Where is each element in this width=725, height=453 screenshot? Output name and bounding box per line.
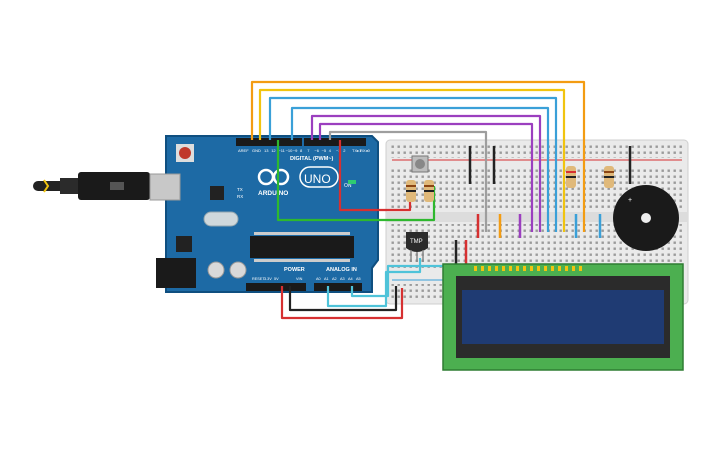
lcd-pin: [474, 266, 477, 271]
resistors: [406, 166, 614, 202]
lcd-pin: [537, 266, 540, 271]
lcd-16x2-display: [442, 263, 684, 371]
lcd-pin: [523, 266, 526, 271]
wire-cyan-2: [350, 264, 444, 298]
uno-label: UNO: [304, 172, 331, 186]
wire-blue-2: [290, 106, 550, 232]
arduino-logo: [257, 166, 339, 188]
vin-label: VIN: [296, 277, 303, 281]
svg-text:+: +: [628, 197, 632, 204]
wire-red-5v: [280, 286, 404, 320]
digital-pin-label: 4: [329, 148, 332, 153]
lcd-pin: [509, 266, 512, 271]
aref-label: AREF: [238, 148, 249, 153]
lcd-pin: [530, 266, 533, 271]
arduino-brand-label: ARDUINO: [258, 190, 288, 197]
lcd-pin: [502, 266, 505, 271]
wire-blue: [268, 96, 558, 232]
wire-green: [276, 140, 436, 222]
temperature-sensor: TMP: [406, 232, 428, 262]
wire-purple: [310, 114, 542, 232]
lcd-pin: [572, 266, 575, 271]
rx-label: RX: [237, 194, 243, 199]
lcd-header-pins: [474, 266, 582, 271]
wire-yellow: [258, 88, 566, 232]
reset-label: RESET: [252, 277, 265, 281]
analog-label: ANALOG IN: [326, 267, 357, 273]
wire-purple-2: [318, 122, 534, 232]
digital-pin-label: 2: [343, 148, 346, 153]
digital-pin-label: ~9: [293, 148, 298, 153]
gnd-label: GND: [252, 148, 261, 153]
arduino-uno-board: UNO ARDUINO ON DIGITAL (PWM~) AREF GND T…: [149, 135, 379, 293]
rxd-label: RX◂0: [360, 148, 371, 153]
reset-button-icon[interactable]: [176, 144, 194, 162]
lcd-pin: [516, 266, 519, 271]
3v3-label: 3.3V: [264, 277, 272, 281]
tx-label: TX: [237, 187, 243, 192]
wire-black-gnd: [288, 286, 398, 312]
digital-pin-label: ~10: [286, 148, 294, 153]
digital-pin-label: 8: [300, 148, 303, 153]
analog-pin-label: A1: [324, 277, 329, 281]
wire-orange: [250, 80, 586, 232]
txd-label: TX▸1: [352, 148, 362, 153]
lcd-pin: [558, 266, 561, 271]
buzzer-icon: +: [613, 185, 679, 251]
wires: [250, 80, 586, 320]
digital-pin-label: ~5: [322, 148, 327, 153]
digital-pin-label: 7: [307, 148, 310, 153]
on-led-label: ON: [344, 183, 352, 189]
wire-gray: [328, 130, 488, 232]
analog-pin-label: A0: [316, 277, 321, 281]
potentiometer-icon[interactable]: [411, 155, 429, 173]
lcd-pin: [565, 266, 568, 271]
analog-pin-label: A2: [332, 277, 337, 281]
digital-pin-label: ~3: [336, 148, 341, 153]
analog-pin-label: A5: [356, 277, 361, 281]
digital-pin-label: ~11: [278, 148, 285, 153]
tmp-label: TMP: [410, 239, 423, 245]
lcd-pin: [488, 266, 491, 271]
lcd-pin: [551, 266, 554, 271]
lcd-pin: [544, 266, 547, 271]
digital-pin-label: ~6: [314, 148, 319, 153]
5v-label: 5V: [274, 277, 279, 281]
digital-label: DIGITAL (PWM~): [290, 156, 334, 162]
power-label: POWER: [284, 267, 305, 273]
lcd-pin: [481, 266, 484, 271]
wire-cyan-a0: [326, 258, 422, 308]
digital-pin-label: 13: [264, 148, 269, 153]
lcd-pin: [579, 266, 582, 271]
analog-pin-label: A3: [340, 277, 345, 281]
analog-pin-label: A4: [348, 277, 353, 281]
digital-pin-label: 12: [271, 148, 276, 153]
lcd-pin: [495, 266, 498, 271]
